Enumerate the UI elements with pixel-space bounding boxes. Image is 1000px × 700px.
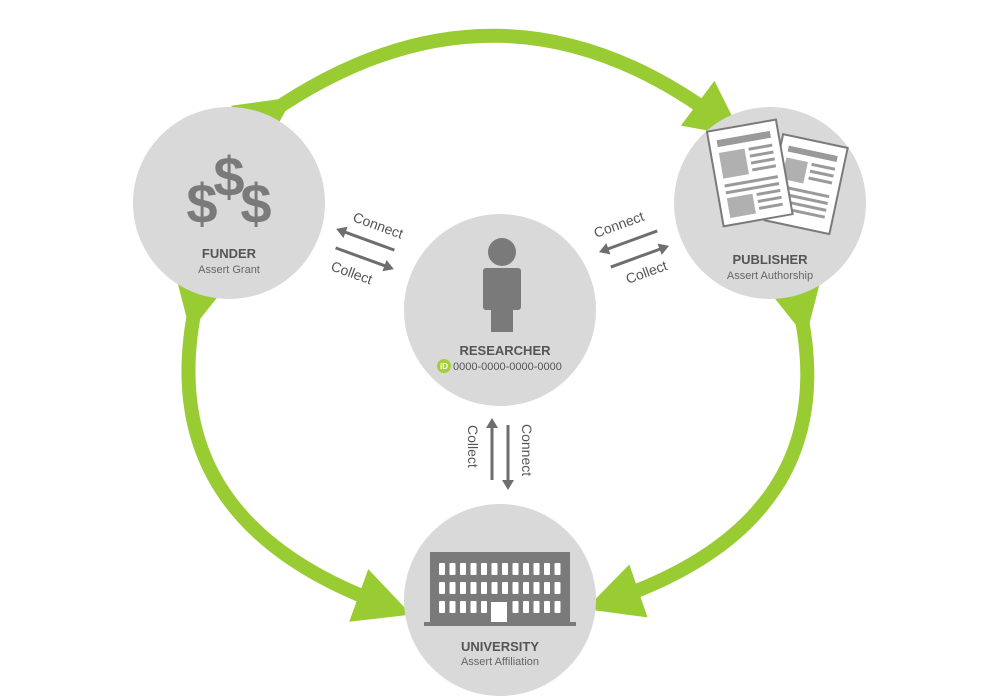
publisher-subtitle: Assert Authorship [727, 270, 813, 282]
orcid-badge-label: iD [440, 362, 448, 371]
building-window [544, 582, 550, 594]
orcid-id: iD 0000-0000-0000-0000 [437, 359, 562, 373]
building-window [523, 601, 529, 613]
person-icon [483, 238, 521, 332]
building-window [491, 582, 498, 594]
funder-circle [133, 107, 325, 299]
building-window [460, 582, 466, 594]
building-window [491, 563, 498, 575]
building-window [523, 563, 529, 575]
building-window [470, 601, 477, 613]
building-window [554, 582, 561, 594]
funder-node: $ $ $ FUNDER Assert Grant [133, 107, 325, 299]
bottom-exchange-arrows: Collect Connect [465, 418, 535, 490]
researcher-title: RESEARCHER [459, 343, 551, 358]
building-window [544, 563, 550, 575]
building-window [439, 563, 445, 575]
building-window [512, 563, 519, 575]
right-collect-label: Collect [624, 257, 670, 287]
building-window [439, 582, 445, 594]
right-exchange-arrows: Connect Collect [592, 208, 670, 287]
left-exchange-arrows: Connect Collect [329, 209, 406, 288]
svg-text:$: $ [240, 172, 271, 235]
arrow-funder-university [174, 270, 412, 622]
right-connect-label: Connect [592, 208, 647, 241]
publisher-title: PUBLISHER [732, 252, 808, 267]
building-window [449, 563, 456, 575]
left-collect-label: Collect [329, 258, 375, 288]
arrow-publisher-university [585, 276, 822, 618]
building-window [449, 601, 456, 613]
svg-text:$: $ [186, 172, 217, 235]
building-window [533, 601, 540, 613]
building-window [470, 563, 477, 575]
orcid-icon [437, 359, 451, 373]
building-window [481, 601, 487, 613]
university-title: UNIVERSITY [461, 639, 539, 654]
building-window [439, 601, 445, 613]
building-window [460, 563, 466, 575]
building-window [460, 601, 466, 613]
building-window [523, 582, 529, 594]
arrow-funder-publisher [231, 28, 743, 152]
building-window [481, 563, 487, 575]
orcid-number: 0000-0000-0000-0000 [453, 361, 562, 373]
green-cycle-arrows [174, 28, 822, 622]
svg-text:$: $ [213, 145, 244, 208]
building-icon [424, 552, 576, 626]
building-window [512, 582, 519, 594]
building-window [481, 582, 487, 594]
bottom-connect-label: Connect [519, 424, 535, 476]
building-window [554, 563, 561, 575]
building-window [502, 563, 508, 575]
building-window [544, 601, 550, 613]
funder-title: FUNDER [202, 246, 257, 261]
bottom-collect-label: Collect [465, 425, 481, 468]
building-window [533, 563, 540, 575]
building-window [502, 582, 508, 594]
researcher-node: RESEARCHER iD 0000-0000-0000-0000 [404, 214, 596, 406]
funder-subtitle: Assert Grant [198, 264, 260, 276]
building-window [470, 582, 477, 594]
university-subtitle: Assert Affiliation [461, 656, 539, 668]
building-window [533, 582, 540, 594]
publisher-node: PUBLISHER Assert Authorship [674, 107, 866, 299]
university-node: UNIVERSITY Assert Affiliation [404, 504, 596, 696]
dollar-signs-icon: $ $ $ [186, 145, 271, 235]
papers-icon [705, 118, 849, 236]
building-window [449, 582, 456, 594]
building-window [512, 601, 519, 613]
building-window [554, 601, 561, 613]
